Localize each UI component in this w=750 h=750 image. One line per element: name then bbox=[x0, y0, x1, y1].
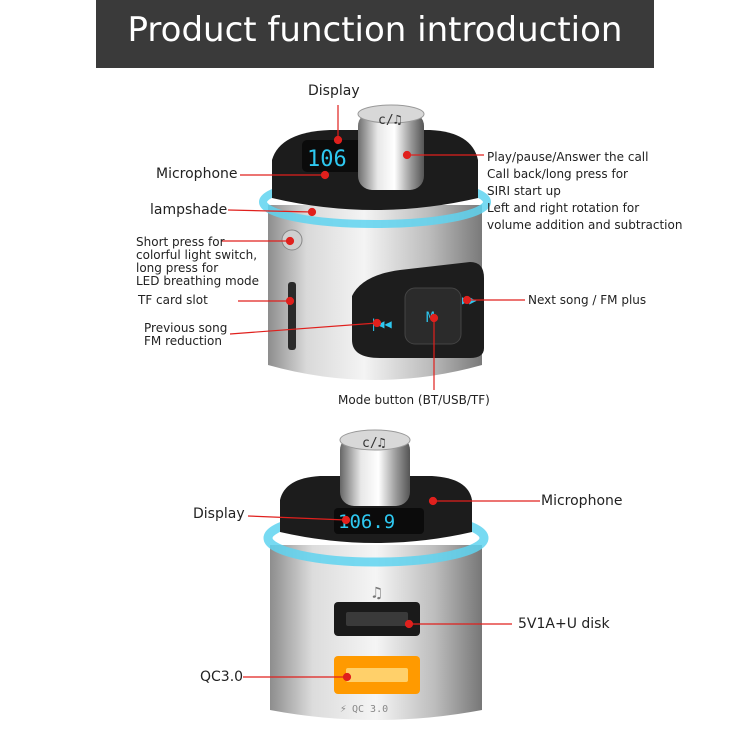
bottom-usb-label: 5V1A+U disk bbox=[518, 616, 610, 632]
top-microphone-label: Microphone bbox=[156, 166, 238, 182]
svg-text:c/♫: c/♫ bbox=[378, 113, 402, 128]
top-screen bbox=[302, 140, 372, 172]
top-previous-label: Previous song FM reduction bbox=[144, 321, 228, 348]
bottom-qc-label: QC3.0 bbox=[200, 669, 244, 685]
top-knob bbox=[358, 112, 424, 190]
top-short-press-label: Short press for colorful light switch, l… bbox=[136, 235, 260, 288]
bottom-knob bbox=[340, 436, 410, 506]
svg-text:106.9: 106.9 bbox=[338, 511, 395, 533]
svg-text:c/♫: c/♫ bbox=[362, 436, 386, 451]
banner-title: Product function introduction bbox=[127, 10, 623, 50]
svg-text:QC 3.0: QC 3.0 bbox=[352, 704, 388, 715]
top-callouts bbox=[222, 105, 525, 390]
top-play-label: Play/pause/Answer the call Call back/lon… bbox=[487, 150, 683, 232]
top-lampshade-label: lampshade bbox=[150, 202, 228, 218]
top-device-illustration: 106 c/♫ M |◀◀ ▶▶ bbox=[259, 104, 491, 380]
top-display-label: Display bbox=[308, 83, 360, 99]
bottom-callouts bbox=[243, 496, 540, 682]
top-mode-label: Mode button (BT/USB/TF) bbox=[338, 393, 490, 407]
top-tf-card-label: TF card slot bbox=[138, 293, 208, 307]
svg-text:⚡: ⚡ bbox=[340, 702, 347, 715]
bottom-microphone-label: Microphone bbox=[541, 493, 623, 509]
bottom-screen bbox=[334, 508, 424, 534]
svg-text:♫: ♫ bbox=[372, 583, 382, 602]
top-next-label: Next song / FM plus bbox=[528, 293, 647, 307]
svg-text:106: 106 bbox=[307, 147, 347, 172]
title-banner: Product function introduction bbox=[96, 0, 654, 68]
bottom-display-label: Display bbox=[193, 506, 245, 522]
bottom-device-illustration: 106.9 c/♫ ♫ QC 3.0 ⚡ bbox=[263, 429, 489, 720]
